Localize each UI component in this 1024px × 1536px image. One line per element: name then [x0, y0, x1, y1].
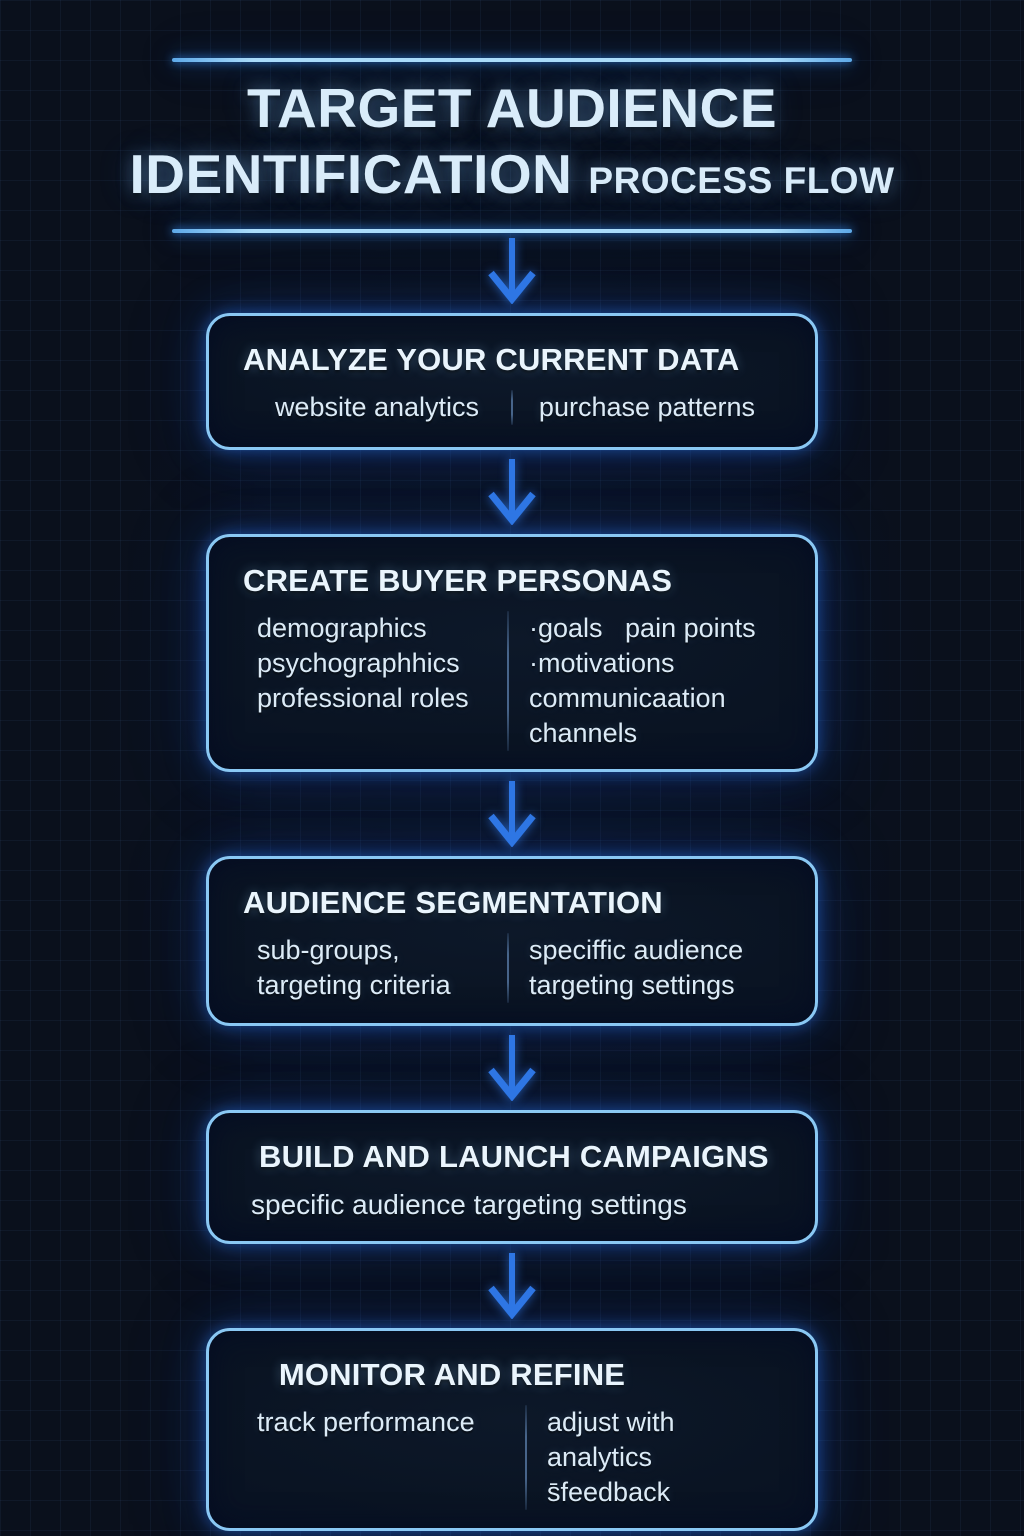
step-detail: targeting criteria	[257, 970, 451, 1000]
step-right-column: speciffic audience targeting settings	[509, 933, 781, 1003]
title-line-2: IDENTIFICATION PROCESS FLOW	[129, 141, 894, 214]
column-divider	[511, 390, 513, 425]
step-detail: track performance	[257, 1407, 475, 1437]
step-box-build-launch-campaigns: BUILD AND LAUNCH CAMPAIGNS specific audi…	[206, 1110, 818, 1244]
step-box-create-buyer-personas: CREATE BUYER PERSONAS demographics psych…	[206, 534, 818, 772]
step-body: track performance adjust with analytics …	[243, 1405, 781, 1510]
step-body: sub-groups, targeting criteria speciffic…	[243, 933, 781, 1003]
step-title: ANALYZE YOUR CURRENT DATA	[243, 342, 740, 377]
step-title: MONITOR AND REFINE	[278, 1357, 626, 1392]
step-right-column: purchase patterns	[513, 390, 781, 425]
step-right-column: adjust with analytics s̄feedback	[527, 1405, 781, 1510]
step-detail: analytics s̄feedback	[547, 1442, 671, 1507]
arrow-down-icon	[488, 238, 536, 304]
arrow-down-icon	[488, 1035, 536, 1101]
step-detail: demographics	[257, 613, 427, 643]
step-detail: psychographhics	[257, 648, 460, 678]
step-body: demographics psychographhics professiona…	[243, 611, 781, 751]
step-detail: website analytics	[274, 392, 480, 422]
page-title: TARGET AUDIENCE IDENTIFICATION PROCESS FL…	[129, 75, 894, 214]
step-detail: specific audience targeting settings	[251, 1189, 687, 1220]
step-detail: adjust with	[547, 1407, 675, 1437]
title-main: IDENTIFICATION	[129, 143, 573, 205]
column-divider	[507, 611, 509, 751]
step-detail: communicaation	[529, 683, 726, 713]
step-body: website analytics purchase patterns	[243, 390, 781, 425]
step-left-column: sub-groups, targeting criteria	[257, 933, 507, 1003]
arrow-down-icon	[488, 1253, 536, 1319]
step-detail: speciffic audience	[529, 935, 744, 965]
step-left-column: website analytics	[243, 390, 511, 425]
step-title: BUILD AND LAUNCH CAMPAIGNS	[259, 1139, 769, 1174]
step-detail: ·goals pain points	[529, 613, 756, 643]
column-divider	[507, 933, 509, 1003]
step-detail: channels	[529, 718, 638, 748]
step-left-column: demographics psychographhics professiona…	[257, 611, 507, 751]
title-subtext: PROCESS FLOW	[588, 160, 895, 201]
title-overline	[172, 58, 852, 62]
step-right-column: ·goals pain points ·motivations communic…	[509, 611, 781, 751]
step-detail: sub-groups,	[257, 935, 400, 965]
arrow-down-icon	[488, 459, 536, 525]
step-title: CREATE BUYER PERSONAS	[243, 563, 673, 598]
column-divider	[525, 1405, 527, 1510]
arrow-down-icon	[488, 781, 536, 847]
title-line-1: TARGET AUDIENCE	[247, 77, 777, 139]
step-title: AUDIENCE SEGMENTATION	[243, 885, 663, 920]
step-box-monitor-and-refine: MONITOR AND REFINE track performance adj…	[206, 1328, 818, 1531]
title-underline	[172, 229, 852, 233]
step-detail: targeting settings	[529, 970, 735, 1000]
step-detail: ·motivations	[529, 648, 675, 678]
step-detail: professional roles	[257, 683, 469, 713]
step-left-column: track performance	[257, 1405, 525, 1510]
step-box-audience-segmentation: AUDIENCE SEGMENTATION sub-groups, target…	[206, 856, 818, 1026]
step-detail: purchase patterns	[538, 392, 756, 422]
step-box-analyze-current-data: ANALYZE YOUR CURRENT DATA website analyt…	[206, 313, 818, 450]
